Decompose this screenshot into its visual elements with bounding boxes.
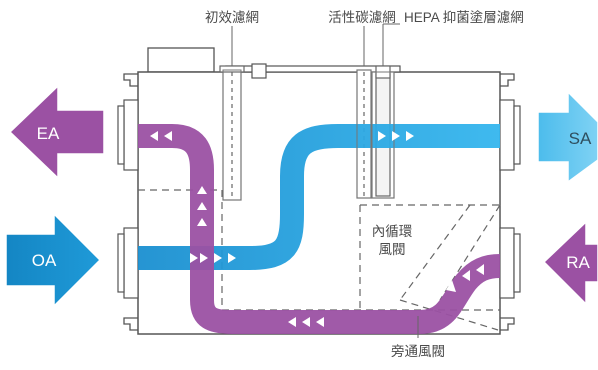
top-box <box>147 47 215 73</box>
pre-filter-label: 初效濾網 <box>205 9 259 25</box>
ra-label: RA <box>566 253 590 272</box>
oa-label: OA <box>32 251 57 270</box>
top-clip <box>251 63 267 79</box>
carbon-filter-label: 活性碳濾網 <box>328 10 396 25</box>
exhaust-airflow <box>138 124 501 334</box>
flow-arrows-exhaust <box>150 131 484 327</box>
ea-arrow: EA <box>8 84 105 180</box>
recirc-damper-label-2: 風閥 <box>379 242 406 257</box>
ra-arrow: RA <box>542 220 598 306</box>
supply-airflow <box>138 124 500 270</box>
recirc-damper-label-1: 內循環 <box>372 224 413 239</box>
oa-arrow: OA <box>5 212 102 308</box>
leader-lines <box>231 23 419 338</box>
ea-label: EA <box>37 124 60 143</box>
hepa-filter-label: HEPA 抑菌塗層濾網 <box>404 9 524 25</box>
port-collars <box>117 99 521 299</box>
bypass-damper-label: 旁通風閥 <box>391 343 445 359</box>
sa-arrow: SA <box>537 90 598 184</box>
brackets <box>123 73 515 331</box>
pre-filter <box>219 65 245 201</box>
flow-arrows-supply <box>190 131 414 263</box>
sa-label: SA <box>569 129 592 148</box>
